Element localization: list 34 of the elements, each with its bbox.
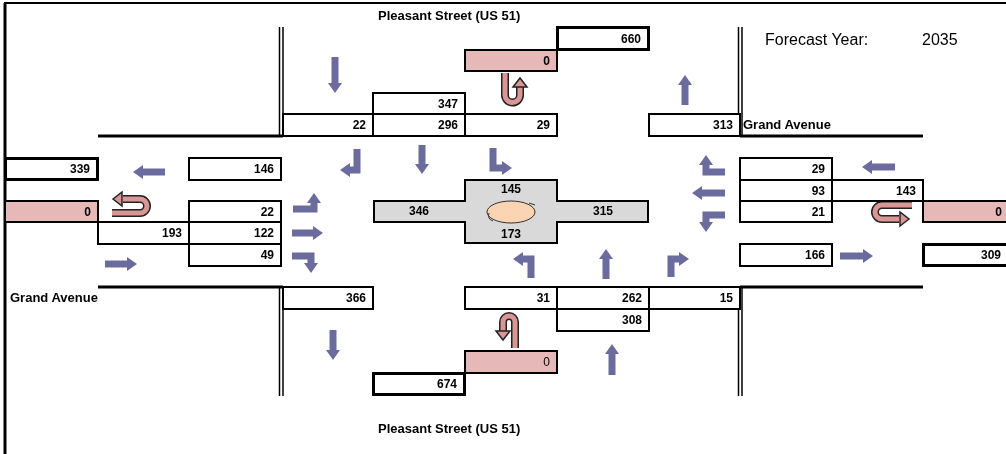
volume-cell: 308	[556, 308, 650, 332]
volume-value: 315	[593, 205, 613, 217]
volume-cell: 366	[282, 286, 374, 310]
volume-cell: 166	[739, 243, 833, 267]
forecast-text: Forecast Year:	[765, 32, 869, 48]
volume-cell: 21	[739, 200, 833, 223]
volume-value: 346	[409, 205, 429, 217]
volume-cell: 193	[97, 221, 190, 245]
volume-cell: 29	[739, 157, 833, 181]
street-name: Grand Avenue	[10, 291, 98, 304]
volume-cell: 660	[556, 26, 650, 51]
volume-value: 173	[501, 228, 521, 240]
volume-cell: 29	[464, 113, 558, 137]
volume-cell: 309	[922, 243, 1006, 267]
volume-cell: 339	[4, 157, 99, 181]
street-name: Pleasant Street (US 51)	[378, 422, 521, 435]
volume-cell: 49	[188, 243, 282, 267]
forecast-text: 2035	[922, 32, 958, 48]
volume-cell: 313	[648, 113, 741, 137]
u-turn-volume-cell: 0	[464, 350, 558, 374]
u-turn-volume-cell: 0	[922, 200, 1006, 223]
u-turn-volume-cell: 0	[4, 200, 99, 223]
u-turn-volume-cell: 0	[464, 49, 558, 72]
volume-cell: 143	[831, 179, 924, 202]
volume-cell: 15	[648, 286, 741, 310]
volume-cell: 22	[282, 113, 374, 137]
volume-cell: 31	[464, 286, 558, 310]
volume-cell: 146	[188, 157, 282, 181]
volume-cell: 22	[188, 200, 282, 223]
street-name: Pleasant Street (US 51)	[378, 9, 521, 22]
volume-cell: 674	[372, 372, 466, 396]
volume-cell: 347	[372, 92, 466, 115]
street-name: Grand Avenue	[743, 118, 831, 131]
volume-value: 145	[501, 183, 521, 195]
